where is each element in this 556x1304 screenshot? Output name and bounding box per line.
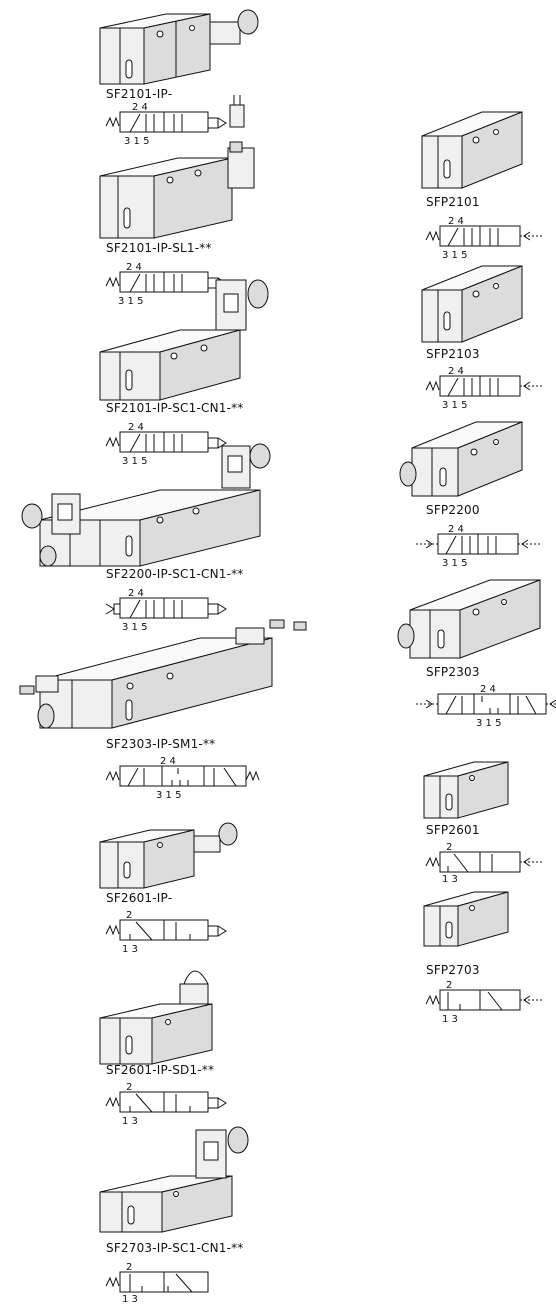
ports-top: 2 4 xyxy=(132,102,148,113)
model-label: SFP2601 xyxy=(426,823,480,837)
ports-bottom: 3 1 5 xyxy=(124,136,149,147)
ports-top: 2 4 xyxy=(448,366,464,377)
ports-bottom: 3 1 5 xyxy=(442,558,467,569)
valve-drawing-sfp2601 xyxy=(423,761,509,819)
valve-symbol xyxy=(425,375,544,397)
valve-drawing-sfp2200 xyxy=(399,421,523,497)
model-label: SFP2101 xyxy=(426,195,480,209)
ports-top: 2 4 xyxy=(128,588,144,599)
valve-symbol xyxy=(105,919,227,941)
valve-symbol xyxy=(105,765,260,787)
valve-drawing-sfp2101 xyxy=(421,111,523,189)
ports-bottom: 3 1 5 xyxy=(122,622,147,633)
ports-bottom: 3 1 5 xyxy=(156,790,181,801)
model-label: SF2601-IP-SD1-** xyxy=(106,1063,214,1077)
plug-connector-drawing xyxy=(229,95,245,128)
ports-bottom: 3 1 5 xyxy=(118,296,143,307)
model-label: SF2101-IP-SL1-** xyxy=(106,241,212,255)
valve-symbol xyxy=(416,693,556,715)
valve-symbol xyxy=(425,225,544,247)
model-label: SF2200-IP-SC1-CN1-** xyxy=(106,567,244,581)
model-label: SF2101-IP- xyxy=(106,87,172,101)
valve-symbol xyxy=(105,597,227,619)
ports-bottom: 1 3 xyxy=(442,874,458,885)
ports-top: 2 xyxy=(126,910,132,921)
ports-bottom: 1 3 xyxy=(122,1294,138,1304)
ports-bottom: 3 1 5 xyxy=(476,718,501,729)
valve-symbol xyxy=(105,111,227,133)
ports-top: 2 4 xyxy=(128,422,144,433)
ports-top: 2 4 xyxy=(160,756,176,767)
model-label: SFP2200 xyxy=(426,503,480,517)
model-label: SFP2103 xyxy=(426,347,480,361)
valve-drawing-sf2101-ip-sl1 xyxy=(99,141,255,239)
valve-drawing-sf2101-ip-sc1-cn1 xyxy=(99,279,269,401)
ports-top: 2 4 xyxy=(448,524,464,535)
valve-symbol xyxy=(425,989,544,1011)
model-label: SF2703-IP-SC1-CN1-** xyxy=(106,1241,244,1255)
model-label: SF2601-IP- xyxy=(106,891,172,905)
ports-top: 2 4 xyxy=(480,684,496,695)
valve-symbol xyxy=(416,533,542,555)
valve-symbol xyxy=(105,1271,209,1293)
ports-bottom: 3 1 5 xyxy=(442,250,467,261)
ports-bottom: 3 1 5 xyxy=(442,400,467,411)
model-label: SFP2703 xyxy=(426,963,480,977)
valve-drawing-sf2601-ip-sd1 xyxy=(99,970,213,1065)
valve-drawing-sf2703-ip-sc1-cn1 xyxy=(99,1126,249,1233)
ports-bottom: 1 3 xyxy=(442,1014,458,1025)
model-label: SF2303-IP-SM1-** xyxy=(106,737,215,751)
ports-bottom: 1 3 xyxy=(122,1116,138,1127)
model-label: SFP2303 xyxy=(426,665,480,679)
ports-top: 2 xyxy=(446,980,452,991)
ports-bottom: 3 1 5 xyxy=(122,456,147,467)
valve-drawing-sfp2303 xyxy=(397,579,541,659)
ports-bottom: 1 3 xyxy=(122,944,138,955)
model-label: SF2101-IP-SC1-CN1-** xyxy=(106,401,244,415)
ports-top: 2 xyxy=(126,1082,132,1093)
valve-symbol xyxy=(105,431,227,453)
valve-drawing-sfp2103 xyxy=(421,265,523,343)
valve-drawing-sf2200-ip-sc1-cn1 xyxy=(21,443,271,567)
valve-drawing-sfp2703 xyxy=(423,891,509,947)
valve-drawing-sf2101-ip xyxy=(99,9,259,85)
ports-top: 2 xyxy=(446,842,452,853)
valve-drawing-sf2601-ip xyxy=(99,822,238,889)
valve-symbol xyxy=(105,271,227,293)
ports-top: 2 4 xyxy=(448,216,464,227)
valve-drawing-sf2303-ip-sm1 xyxy=(19,619,307,729)
ports-top: 2 4 xyxy=(126,262,142,273)
valve-symbol xyxy=(425,851,544,873)
valve-symbol xyxy=(105,1091,227,1113)
ports-top: 2 xyxy=(126,1262,132,1273)
